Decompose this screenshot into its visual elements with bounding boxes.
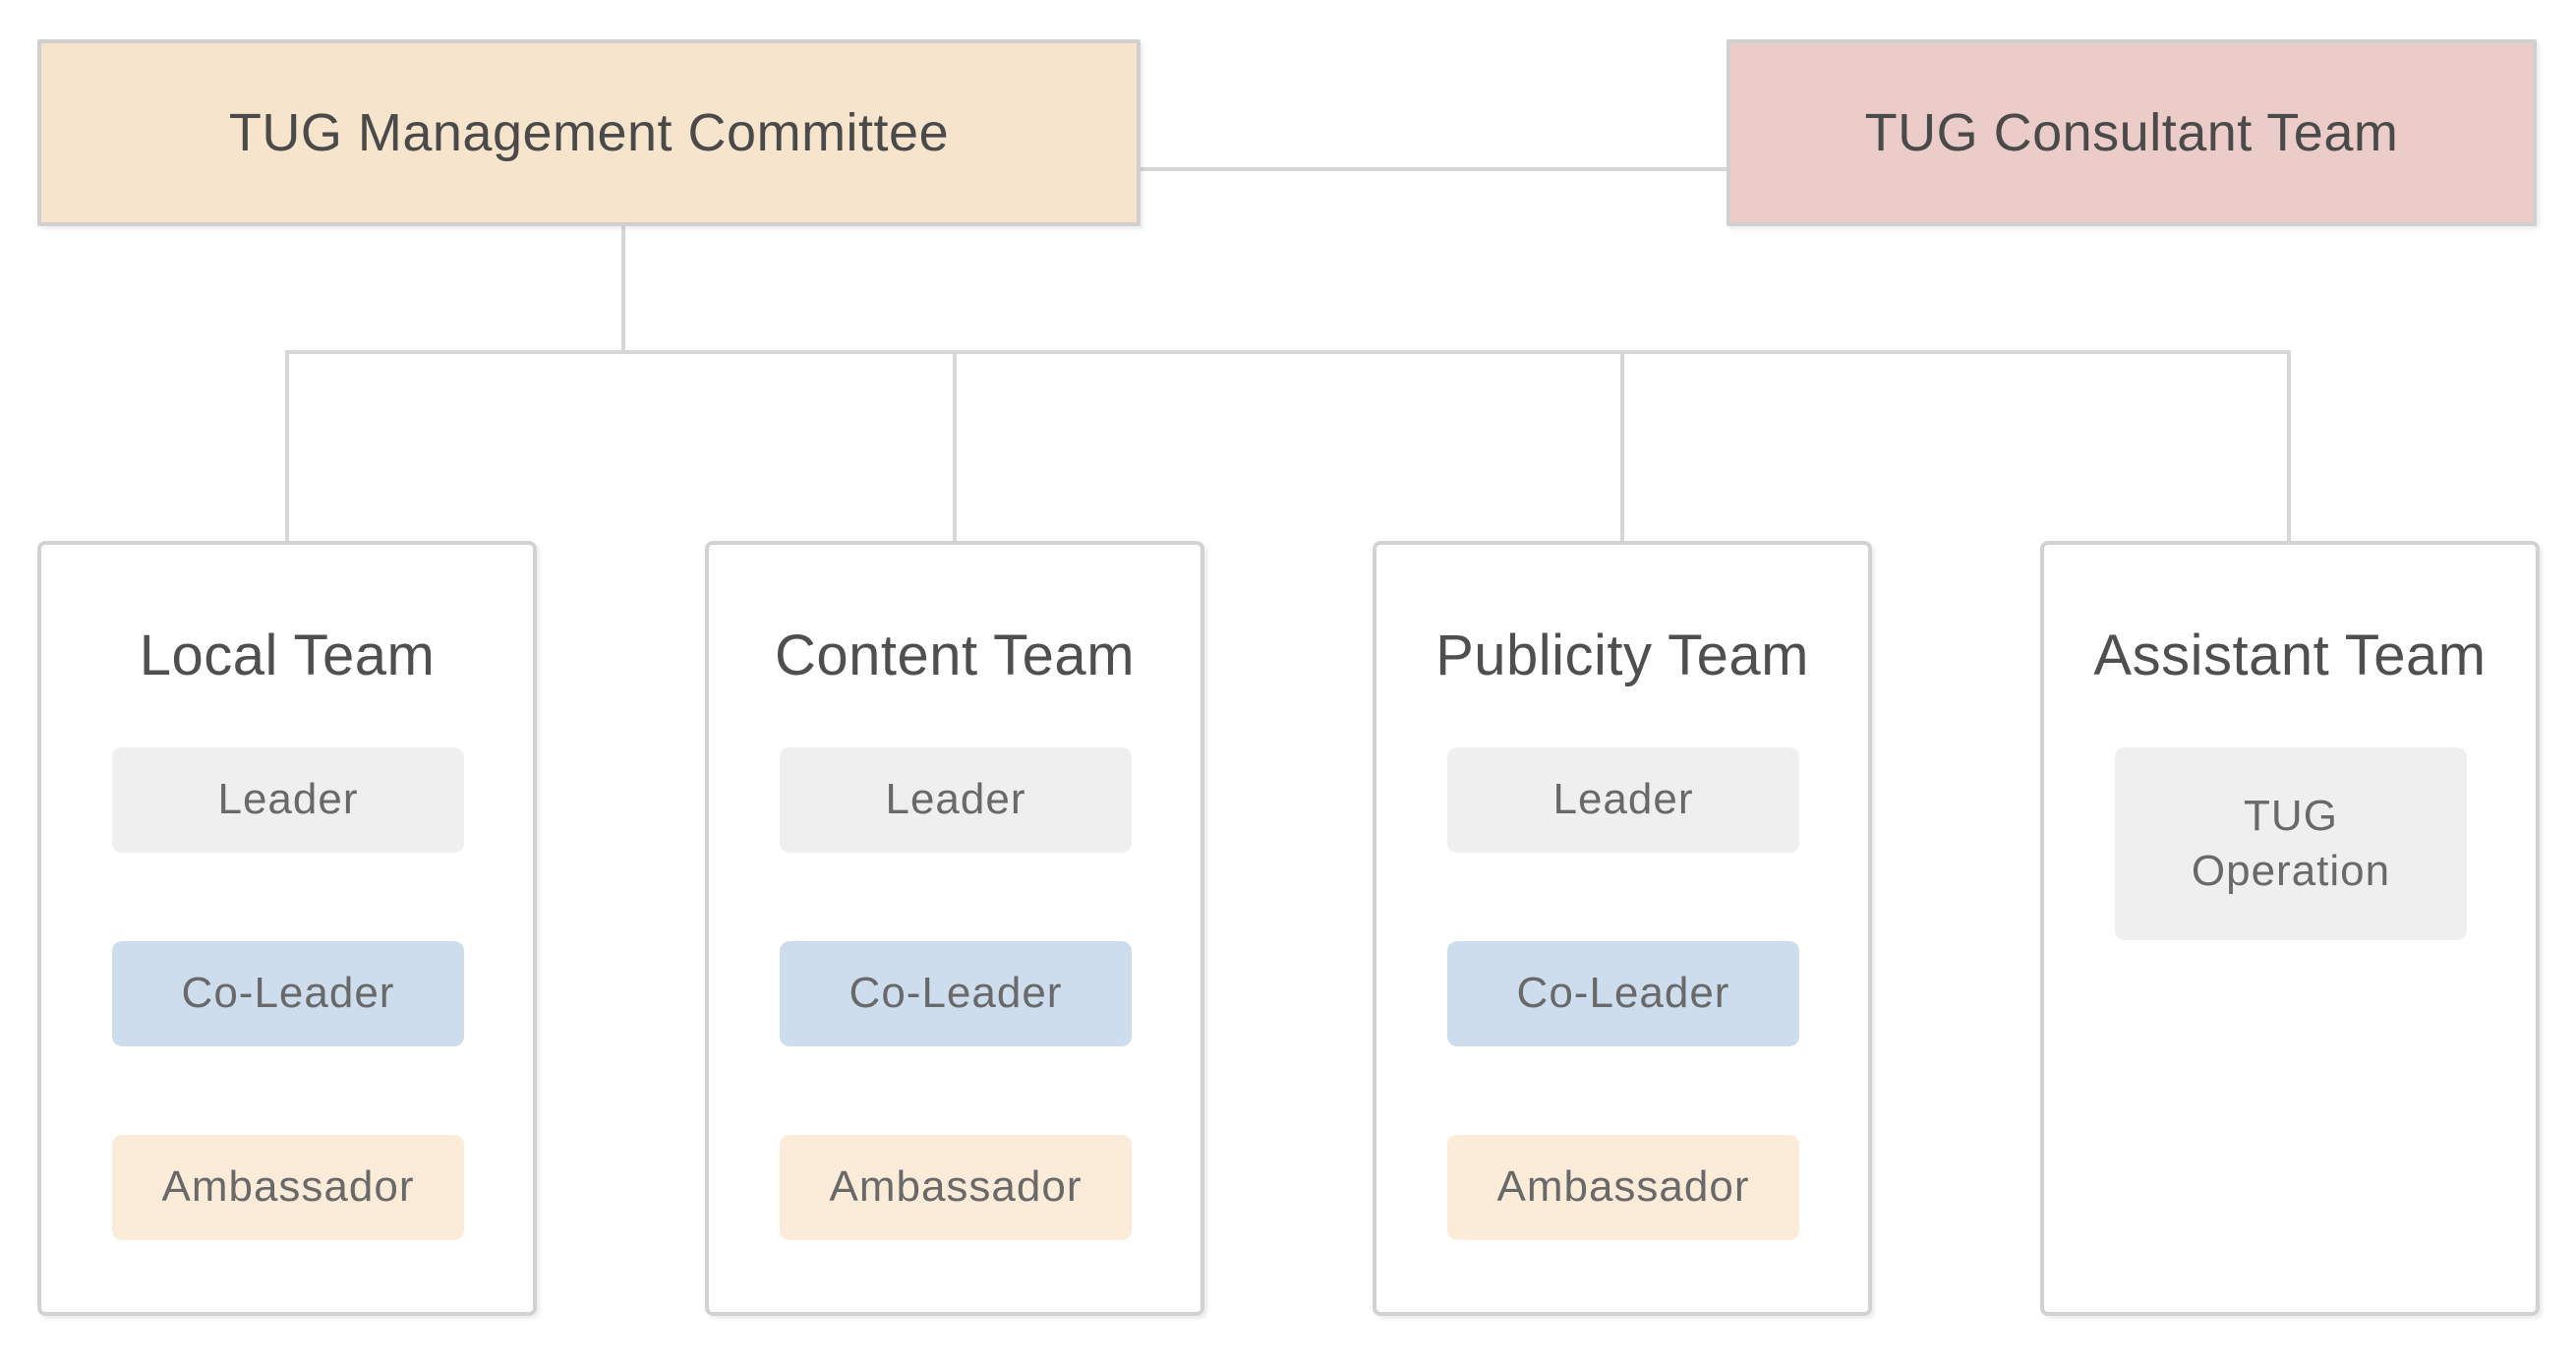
connector-drop-content-team <box>953 350 957 543</box>
role-label: Co-Leader <box>181 969 395 1018</box>
team-title-assistant: Assistant Team <box>2093 624 2487 687</box>
connector-management-consultant <box>1141 167 1727 171</box>
role-pill-leader: Leader <box>780 747 1132 853</box>
team-card-publicity-team: Publicity Team Leader Co-Leader Ambassad… <box>1373 541 1872 1316</box>
connector-branch-horizontal <box>285 350 2291 354</box>
role-pill-co-leader: Co-Leader <box>1447 941 1799 1046</box>
team-title-local: Local Team <box>139 624 436 687</box>
connector-drop-assistant-team <box>2287 350 2291 543</box>
role-label: Co-Leader <box>849 969 1063 1018</box>
role-label: TUG Operation <box>2191 791 2391 895</box>
node-tug-consultant-team: TUG Consultant Team <box>1727 39 2537 226</box>
team-card-assistant-team: Assistant Team TUG Operation <box>2040 541 2540 1316</box>
node-tug-management-committee: TUG Management Committee <box>37 39 1141 226</box>
role-label: Leader <box>217 775 359 824</box>
role-pill-ambassador: Ambassador <box>112 1135 464 1240</box>
node-label-consultant: TUG Consultant Team <box>1864 103 2399 162</box>
connector-management-down <box>621 226 625 352</box>
team-card-content-team: Content Team Leader Co-Leader Ambassador <box>705 541 1204 1316</box>
role-label: Leader <box>1552 775 1694 824</box>
role-pill-leader: Leader <box>1447 747 1799 853</box>
role-label: Co-Leader <box>1516 969 1730 1018</box>
role-pill-co-leader: Co-Leader <box>780 941 1132 1046</box>
role-pill-ambassador: Ambassador <box>780 1135 1132 1240</box>
role-pill-ambassador: Ambassador <box>1447 1135 1799 1240</box>
connector-drop-local-team <box>285 350 289 543</box>
node-label-management: TUG Management Committee <box>228 103 950 162</box>
role-label: Ambassador <box>1496 1162 1750 1212</box>
role-label: Leader <box>885 775 1026 824</box>
role-label: Ambassador <box>829 1162 1083 1212</box>
connector-drop-publicity-team <box>1620 350 1624 543</box>
team-title-publicity: Publicity Team <box>1435 624 1809 687</box>
role-pill-leader: Leader <box>112 747 464 853</box>
team-card-local-team: Local Team Leader Co-Leader Ambassador <box>37 541 537 1316</box>
role-pill-co-leader: Co-Leader <box>112 941 464 1046</box>
role-label: Ambassador <box>161 1162 415 1212</box>
role-pill-tug-operation: TUG Operation <box>2115 747 2467 940</box>
team-title-content: Content Team <box>774 624 1136 687</box>
